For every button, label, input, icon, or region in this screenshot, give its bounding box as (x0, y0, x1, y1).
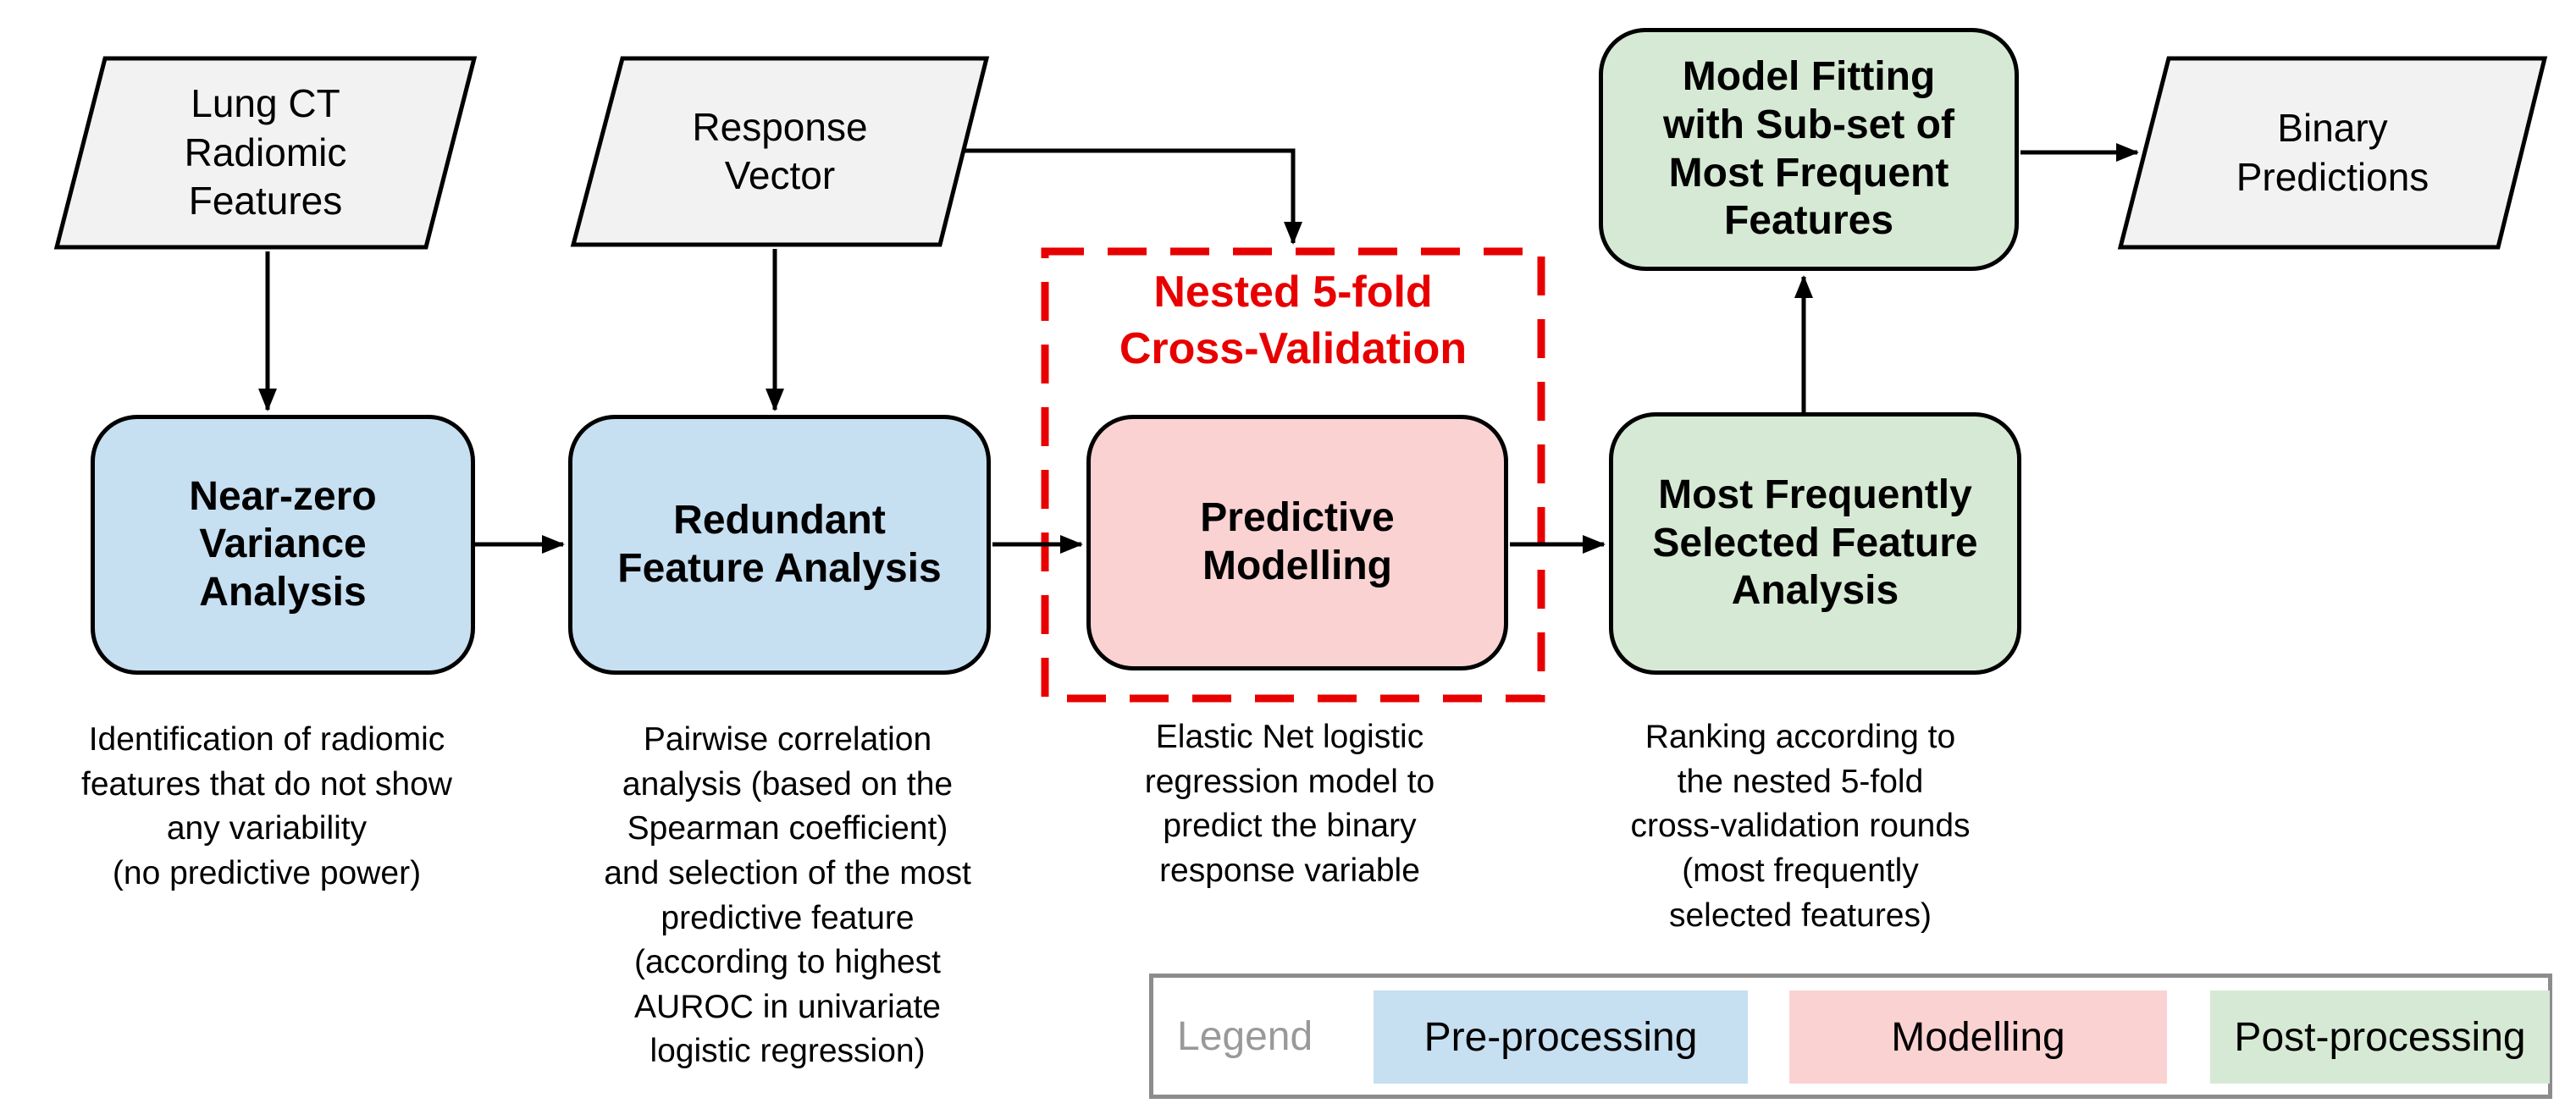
predictive-caption: Elastic Net logistic regression model to… (1144, 719, 1435, 889)
binary-predictions-label: Binary Predictions (2236, 106, 2430, 199)
legend-box: Legend Pre-processing Modelling Post-pro… (1149, 974, 2552, 1099)
lung-ct-radiomic-features-label: Lung CT Radiomic Features (184, 81, 347, 223)
near-zero-variance-analysis-box: Near-zero Variance Analysis (91, 415, 475, 675)
binary-predictions-shape: Binary Predictions (2117, 56, 2548, 250)
model-fitting-box: Model Fitting with Sub-set of Most Frequ… (1599, 28, 2019, 271)
most-frequent-caption: Ranking according to the nested 5-fold c… (1630, 719, 1971, 934)
near-zero-caption: Identification of radiomic features that… (81, 721, 452, 891)
redundant-feature-analysis-box: Redundant Feature Analysis (568, 415, 991, 675)
nested-cv-title: Nested 5-fold Cross-Validation (1119, 268, 1468, 373)
lung-ct-radiomic-features-shape: Lung CT Radiomic Features (53, 56, 478, 250)
parallelogram-icon (2117, 56, 2548, 250)
parallelogram-icon (53, 56, 478, 250)
predictive-modelling-box: Predictive Modelling (1086, 415, 1508, 670)
legend-item-post-processing: Post-processing (2210, 990, 2550, 1084)
parallelogram-icon (570, 56, 990, 247)
response-vector-label: Response Vector (692, 104, 868, 198)
most-frequently-selected-feature-analysis-box: Most Frequently Selected Feature Analysi… (1609, 412, 2021, 675)
legend-item-modelling: Modelling (1789, 990, 2167, 1084)
legend-title: Legend (1177, 1013, 1313, 1059)
arrow-response-to-nested-cv (965, 148, 1302, 245)
legend-item-pre-processing: Pre-processing (1374, 990, 1748, 1084)
response-vector-shape: Response Vector (570, 56, 990, 247)
redundant-caption: Pairwise correlation analysis (based on … (604, 721, 971, 1070)
